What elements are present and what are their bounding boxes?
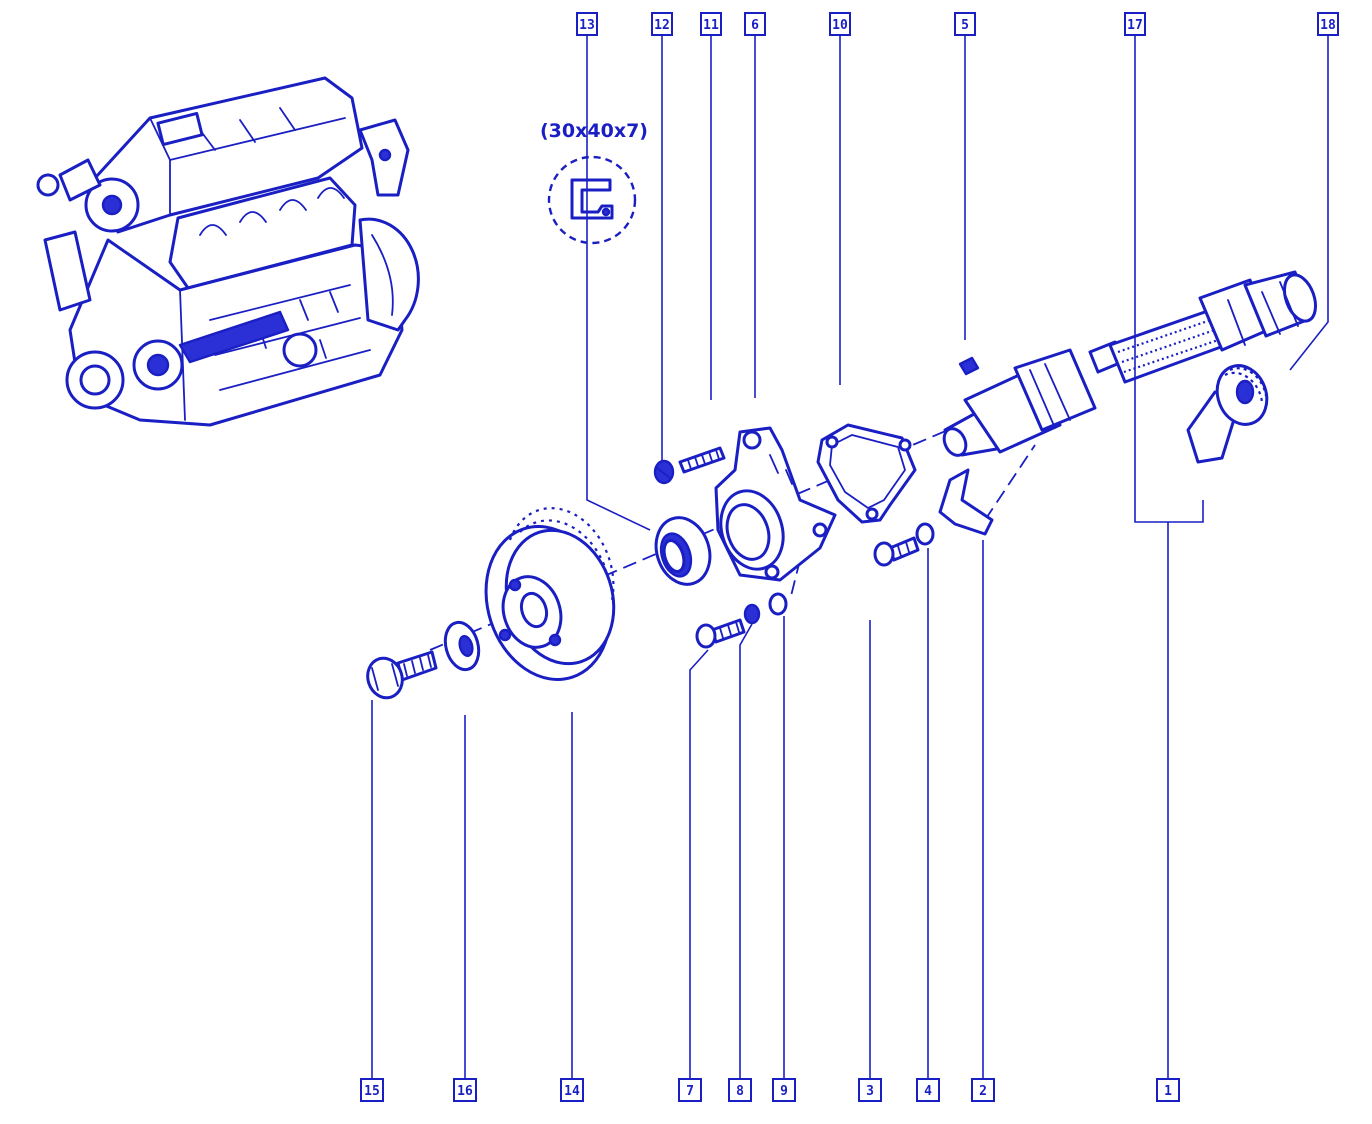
svg-text:4: 4	[924, 1084, 932, 1099]
stud-11-12	[653, 446, 726, 485]
key-5	[958, 356, 980, 376]
callout-1: 1	[1156, 1078, 1180, 1102]
svg-text:11: 11	[703, 18, 719, 33]
seal-detail: (30x40x7)	[540, 120, 648, 245]
leader-lines	[371, 36, 1329, 1080]
bolt-7	[695, 618, 746, 649]
callout-18: 18	[1317, 12, 1339, 36]
engine-block-icon	[36, 76, 420, 427]
oil-seal-13	[654, 516, 712, 586]
callout-10: 10	[829, 12, 851, 36]
callout-9: 9	[772, 1078, 796, 1102]
svg-text:15: 15	[364, 1084, 380, 1099]
callout-11: 11	[700, 12, 722, 36]
oil-seal-icon	[570, 178, 614, 220]
callout-6: 6	[744, 12, 766, 36]
callout-8: 8	[728, 1078, 752, 1102]
svg-text:1: 1	[1164, 1084, 1172, 1099]
washer-9	[768, 592, 788, 616]
callout-13: 13	[576, 12, 598, 36]
svg-text:17: 17	[1127, 18, 1143, 33]
svg-text:13: 13	[579, 18, 595, 33]
svg-text:8: 8	[736, 1084, 744, 1099]
drive-gear-18	[1186, 364, 1269, 464]
svg-text:18: 18	[1320, 18, 1336, 33]
toothed-pulley-icon	[484, 507, 616, 681]
housing-6	[714, 426, 837, 582]
svg-text:6: 6	[751, 18, 759, 33]
svg-text:3: 3	[866, 1084, 874, 1099]
callout-4: 4	[916, 1078, 940, 1102]
callout-15: 15	[360, 1078, 384, 1102]
bracket-2	[938, 468, 994, 536]
washer-8	[743, 603, 761, 625]
bolt-3	[873, 536, 920, 567]
bolt-15	[366, 650, 438, 700]
washer-4	[915, 522, 935, 546]
svg-text:14: 14	[564, 1084, 580, 1099]
callout-2: 2	[971, 1078, 995, 1102]
callout-14: 14	[560, 1078, 584, 1102]
callout-3: 3	[858, 1078, 882, 1102]
svg-text:9: 9	[780, 1084, 788, 1099]
callout-5: 5	[954, 12, 976, 36]
svg-text:10: 10	[832, 18, 848, 33]
seal-dimension-label: (30x40x7)	[540, 120, 648, 142]
callout-12: 12	[651, 12, 673, 36]
svg-text:2: 2	[979, 1084, 987, 1099]
svg-text:7: 7	[686, 1084, 694, 1099]
callout-16: 16	[453, 1078, 477, 1102]
callout-7: 7	[678, 1078, 702, 1102]
gasket-10	[816, 423, 917, 524]
camshaft-icon	[942, 270, 1318, 457]
svg-text:12: 12	[654, 18, 670, 33]
svg-text:5: 5	[961, 18, 969, 33]
callout-17: 17	[1124, 12, 1146, 36]
svg-text:16: 16	[457, 1084, 473, 1099]
washer-16	[443, 620, 481, 672]
